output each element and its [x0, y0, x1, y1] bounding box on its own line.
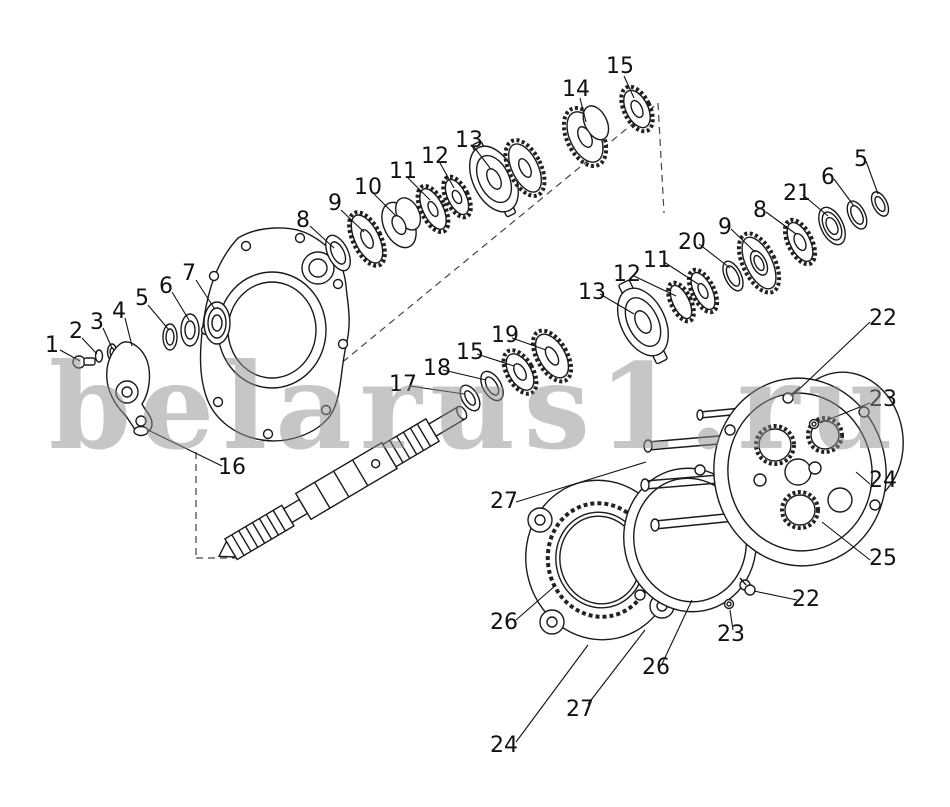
bearing-part-21 [818, 206, 846, 246]
bolt-part-1 [72, 355, 96, 369]
gear-behind-hub-13 [503, 138, 547, 198]
gear-part-11-right [686, 267, 720, 315]
callout-23-bottom: 23 [717, 622, 745, 647]
callout-13-right: 13 [578, 280, 606, 305]
callout-22-top: 22 [869, 306, 897, 331]
callouts: 1 2 3 4 5 6 7 8 9 10 11 12 13 14 15 16 1… [45, 54, 897, 758]
seal-ring-part-8 [325, 234, 351, 272]
gear-part-12-right [666, 280, 696, 324]
callout-12-right: 12 [613, 262, 641, 287]
ring-part-5-right [870, 191, 890, 217]
callout-25: 25 [869, 546, 897, 571]
washer-23-bottom [723, 598, 735, 610]
callout-20: 20 [678, 230, 706, 255]
gear-cluster-part-10 [381, 197, 422, 249]
bolt-22-top [782, 386, 801, 404]
callout-13-top: 13 [455, 128, 483, 153]
callout-1: 1 [45, 333, 59, 358]
callout-4: 4 [112, 299, 126, 324]
synchro-hub-part-13 [468, 140, 520, 218]
callout-23-top: 23 [869, 387, 897, 412]
gear-part-15-lower [501, 348, 539, 396]
callout-21: 21 [783, 181, 811, 206]
callout-19: 19 [491, 323, 519, 348]
gear-part-9-right [736, 231, 782, 295]
callout-22-bottom: 22 [792, 587, 820, 612]
callout-26-left: 26 [490, 610, 518, 635]
ring-part-6-left [180, 313, 200, 347]
callout-11-top: 11 [389, 159, 417, 184]
gear-part-15-top [619, 84, 655, 134]
callout-3: 3 [90, 310, 104, 335]
pin-part-2 [94, 349, 104, 363]
callout-18: 18 [423, 356, 451, 381]
leader-lines [59, 75, 879, 743]
gear-part-8-right [782, 217, 818, 267]
callout-14: 14 [562, 77, 590, 102]
main-shaft [217, 405, 468, 561]
callout-12-top: 12 [421, 144, 449, 169]
bearing-part-7 [203, 301, 231, 345]
callout-8-right: 8 [753, 198, 767, 223]
callout-27-bottom: 27 [566, 697, 594, 722]
ring-part-5-left [162, 323, 178, 351]
planet-carrier-drum-25 [713, 371, 904, 567]
bolt-22-bottom [739, 577, 756, 596]
gear-part-19 [530, 328, 574, 384]
callout-15-lower: 15 [456, 340, 484, 365]
gear-part-11 [415, 183, 451, 235]
callout-15-top: 15 [606, 54, 634, 79]
callout-9-top: 9 [328, 191, 342, 216]
ring-part-18 [480, 370, 504, 402]
callout-10: 10 [354, 175, 382, 200]
callout-5-left: 5 [135, 286, 149, 311]
callout-11-right: 11 [643, 248, 671, 273]
callout-6-right: 6 [821, 165, 835, 190]
callout-5-right: 5 [854, 147, 868, 172]
callout-6-left: 6 [159, 274, 173, 299]
callout-7: 7 [182, 261, 196, 286]
bracket-part-4 [106, 341, 153, 434]
synchro-hub-part-13-right [617, 279, 669, 365]
callout-27-left: 27 [490, 489, 518, 514]
callout-9-right: 9 [718, 215, 732, 240]
callout-2: 2 [69, 319, 83, 344]
ring-part-6-right [846, 200, 868, 230]
gear-cluster-part-14 [561, 105, 610, 168]
callout-26-right: 26 [642, 655, 670, 680]
front-housing-plate [199, 227, 350, 442]
roll-pin-part-16 [133, 425, 149, 437]
callout-16: 16 [218, 455, 246, 480]
watermark-text: belarus1.ru [49, 337, 901, 476]
callout-24-bottom: 24 [490, 733, 518, 758]
callout-17: 17 [389, 372, 417, 397]
ring-part-17 [459, 384, 481, 412]
callout-24-right: 24 [869, 468, 897, 493]
callout-8-top: 8 [296, 208, 310, 233]
washer-23-top [808, 418, 820, 430]
